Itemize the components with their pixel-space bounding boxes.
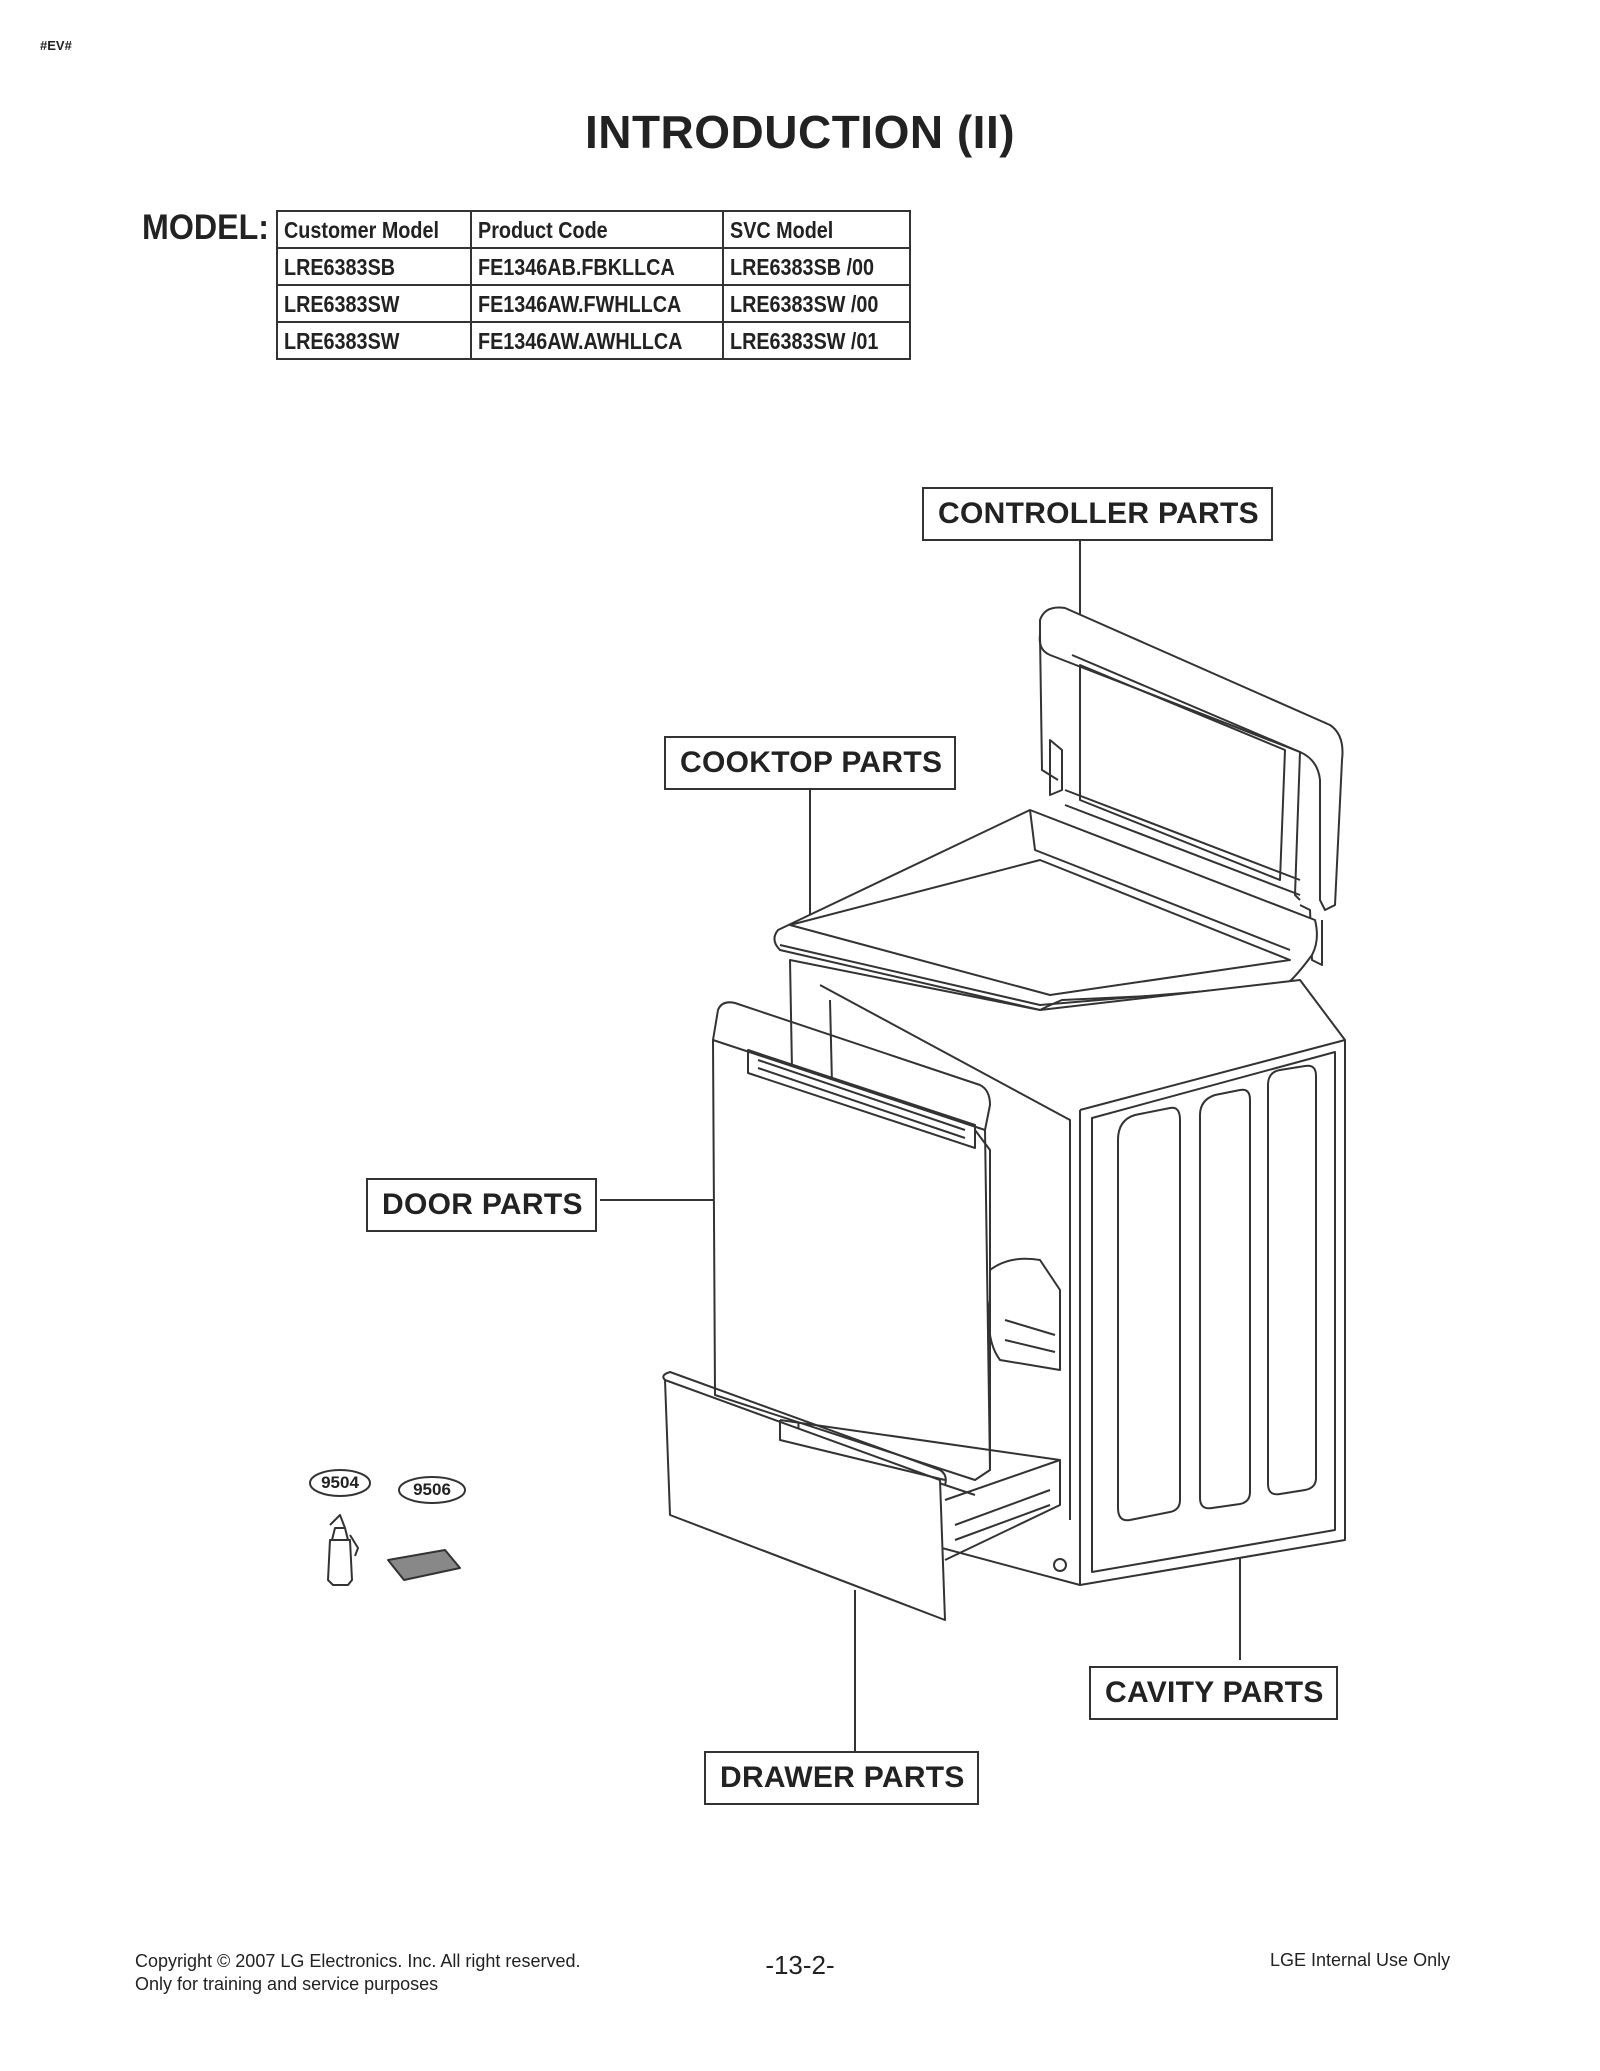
model-table: Customer Model Product Code SVC Model LR… (275, 210, 911, 360)
label-oval-9506 (398, 1476, 466, 1504)
controller-backguard (1038, 606, 1344, 1217)
controller-parts-callout: CONTROLLER PARTS (922, 487, 1273, 541)
internal-use-notice: LGE Internal Use Only (1270, 1950, 1451, 1970)
cell-customer-model: LRE6383SB (275, 247, 473, 286)
scrub-pad-icon (387, 1549, 461, 1581)
header-svc-model: SVC Model (721, 210, 911, 249)
document-tag: #EV# (40, 38, 72, 53)
model-label: MODEL: (142, 208, 270, 247)
page-number: -13-2- (765, 1950, 835, 1980)
copyright-text: Copyright © 2007 LG Electronics. Inc. Al… (135, 1951, 581, 1971)
table-row: LRE6383SW FE1346AW.FWHLLCA LRE6383SW /00 (275, 284, 911, 323)
purpose-text: Only for training and service purposes (135, 1974, 439, 1994)
table-row: LRE6383SB FE1346AB.FBKLLCA LRE6383SB /00 (275, 247, 911, 286)
drawer-parts-callout: DRAWER PARTS (704, 1751, 979, 1805)
leader-lines (600, 538, 1241, 1760)
cavity-parts-callout: CAVITY PARTS (1089, 1666, 1338, 1720)
cell-customer-model: LRE6383SW (275, 284, 473, 323)
cell-product-code: FE1346AB.FBKLLCA (470, 247, 724, 286)
cell-svc-model: LRE6383SB /00 (721, 247, 911, 286)
door-parts-callout: DOOR PARTS (366, 1178, 597, 1232)
part-number-9504: 9504 (321, 1473, 359, 1492)
table-header-row: Customer Model Product Code SVC Model (275, 210, 911, 249)
spray-bottle-icon (327, 1514, 359, 1586)
cell-svc-model: LRE6383SW /00 (721, 284, 911, 323)
cell-product-code: FE1346AW.AWHLLCA (470, 321, 724, 360)
table-row: LRE6383SW FE1346AW.AWHLLCA LRE6383SW /01 (275, 321, 911, 360)
cell-customer-model: LRE6383SW (275, 321, 473, 360)
header-product-code: Product Code (470, 210, 724, 249)
cell-svc-model: LRE6383SW /01 (721, 321, 911, 360)
cooktop-parts-callout: COOKTOP PARTS (664, 736, 957, 790)
footer-copyright: Copyright © 2007 LG Electronics. Inc. Al… (135, 1950, 580, 1996)
header-customer-model: Customer Model (275, 210, 473, 249)
storage-drawer (662, 1371, 1067, 1621)
page-title: INTRODUCTION (II) (584, 106, 1016, 158)
label-oval-9504 (309, 1469, 371, 1497)
cell-product-code: FE1346AW.FWHLLCA (470, 284, 724, 323)
part-number-9506: 9506 (413, 1480, 451, 1499)
cooktop (773, 809, 1318, 1011)
